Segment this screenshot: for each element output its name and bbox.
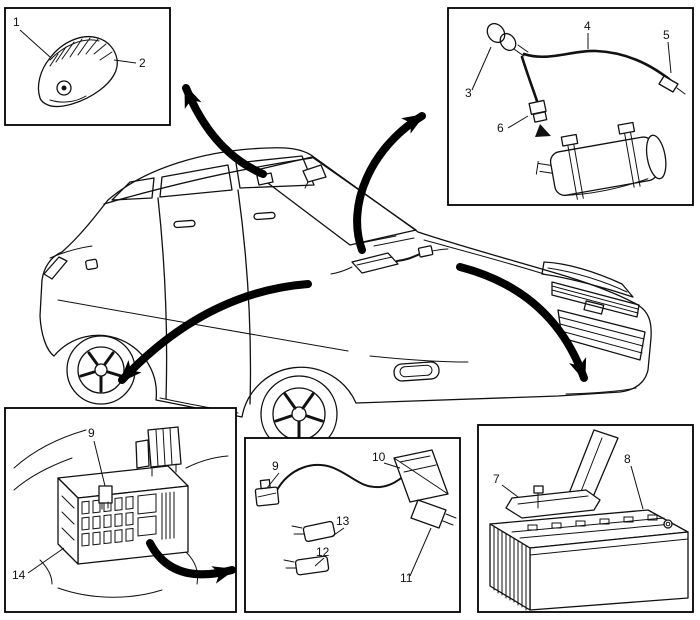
callout-9a: 9: [88, 426, 95, 440]
mirror-sensor-button: [56, 80, 72, 96]
callout-box-fusebox: 9 14: [4, 407, 237, 613]
inline-connector: [528, 99, 548, 123]
battery: [489, 509, 689, 611]
leader-line-6: [507, 115, 529, 129]
arrow-to-harness-box: [353, 112, 426, 254]
callout-6: 6: [497, 121, 504, 135]
fuse-block: [57, 426, 189, 565]
clamp-buckle-2: [617, 121, 636, 135]
rear-door-window: [159, 164, 233, 198]
grille-emblem: [583, 300, 605, 315]
relay-1: [137, 493, 157, 515]
beltline: [103, 157, 313, 205]
rear-door-line: [157, 197, 168, 400]
callout-box-battery: 7 8: [477, 424, 694, 613]
arrow-to-mirror-box: [182, 84, 267, 178]
bumper-crease: [369, 355, 469, 363]
fuel-door: [85, 258, 99, 271]
body-character-line: [57, 299, 349, 352]
callout-9b: 9: [272, 459, 279, 473]
front-door-handle: [253, 211, 276, 221]
leader-line-12: [314, 557, 325, 567]
pointer-arrows: [118, 84, 588, 584]
leader-line-7: [501, 484, 519, 498]
bumper-lip: [565, 387, 637, 395]
arrow-to-battery-box: [456, 263, 588, 382]
hood-module: [330, 245, 449, 275]
hood-module-connector: [417, 245, 434, 258]
hood-crease: [423, 239, 545, 275]
leader-line-14: [27, 547, 65, 574]
callout-11: 11: [400, 571, 413, 585]
callout-3: 3: [465, 86, 472, 100]
fog-lamp: [393, 361, 440, 382]
callout-7: 7: [493, 472, 500, 486]
leader-line-1: [19, 29, 51, 58]
leader-line-8: [630, 465, 644, 510]
callout-box-connectors: 9 10 13 12 11: [244, 437, 461, 613]
upper-grille: [551, 281, 640, 318]
leader-line-10: [383, 462, 401, 469]
harness-hose: [522, 49, 672, 82]
callout-10: 10: [372, 450, 386, 464]
callout-box-mirror-frame: [4, 7, 171, 126]
battery-holddown-clamp: [505, 485, 601, 519]
connector-11: [410, 499, 457, 529]
callout-2: 2: [139, 56, 146, 70]
battery-cell-caps: [527, 514, 658, 531]
trunk-line: [49, 245, 93, 259]
rear-wheel: [66, 335, 136, 405]
bracket-10: [393, 449, 449, 503]
clamp-buckle-1: [560, 133, 579, 147]
fusebox-upper-bracket: [135, 426, 182, 477]
mirror-face-hatching: [49, 37, 113, 67]
callout-12: 12: [316, 545, 330, 559]
taillight: [43, 256, 68, 280]
arrow-to-fusebox-box: [118, 280, 312, 384]
quarter-window: [111, 177, 155, 201]
leader-line-13: [330, 527, 345, 538]
leader-line-9b: [266, 472, 280, 489]
front-door-window: [235, 155, 315, 189]
pump-canister: [535, 121, 667, 200]
callout-5: 5: [663, 28, 670, 42]
rear-door-handle: [173, 219, 196, 229]
mirror-housing: [37, 36, 118, 108]
headlight: [541, 261, 634, 298]
leader-line-2: [113, 59, 137, 64]
harness-end-connector: [486, 22, 529, 57]
windshield: [251, 156, 417, 246]
callout-14: 14: [12, 568, 26, 582]
callout-4: 4: [584, 19, 591, 33]
assembly-direction-arrow: [535, 124, 551, 137]
relay-2: [137, 515, 157, 537]
fuse-grid: [81, 491, 175, 547]
leader-line-3: [471, 46, 492, 91]
jumper-harness-cable: [275, 463, 405, 493]
vehicle-illustration: [39, 147, 652, 453]
leader-line-11: [409, 527, 432, 577]
callout-8: 8: [624, 452, 631, 466]
callout-1: 1: [13, 15, 20, 29]
hood-module-cable: [396, 253, 421, 262]
callout-box-harness: 3 4 5 6: [447, 7, 694, 206]
callout-13: 13: [336, 514, 350, 528]
car-body-outline: [39, 147, 652, 418]
wiper-2: [373, 237, 415, 247]
fusebox-connector: [98, 485, 113, 510]
callout-box-mirror: 1 2: [4, 7, 171, 126]
side-mirror: [302, 164, 327, 189]
body-context-lines: [13, 429, 229, 598]
harness-drop-hose: [520, 55, 540, 106]
harness-clip: [658, 75, 686, 95]
leader-line-5: [667, 41, 672, 74]
battery-end-hatching: [493, 525, 527, 611]
clamp-bolt: [533, 485, 544, 494]
battery-terminal: [663, 519, 673, 529]
connector-13: [291, 520, 336, 543]
arrow-to-connectors-box: [146, 539, 236, 584]
leader-line-9a: [93, 440, 106, 487]
